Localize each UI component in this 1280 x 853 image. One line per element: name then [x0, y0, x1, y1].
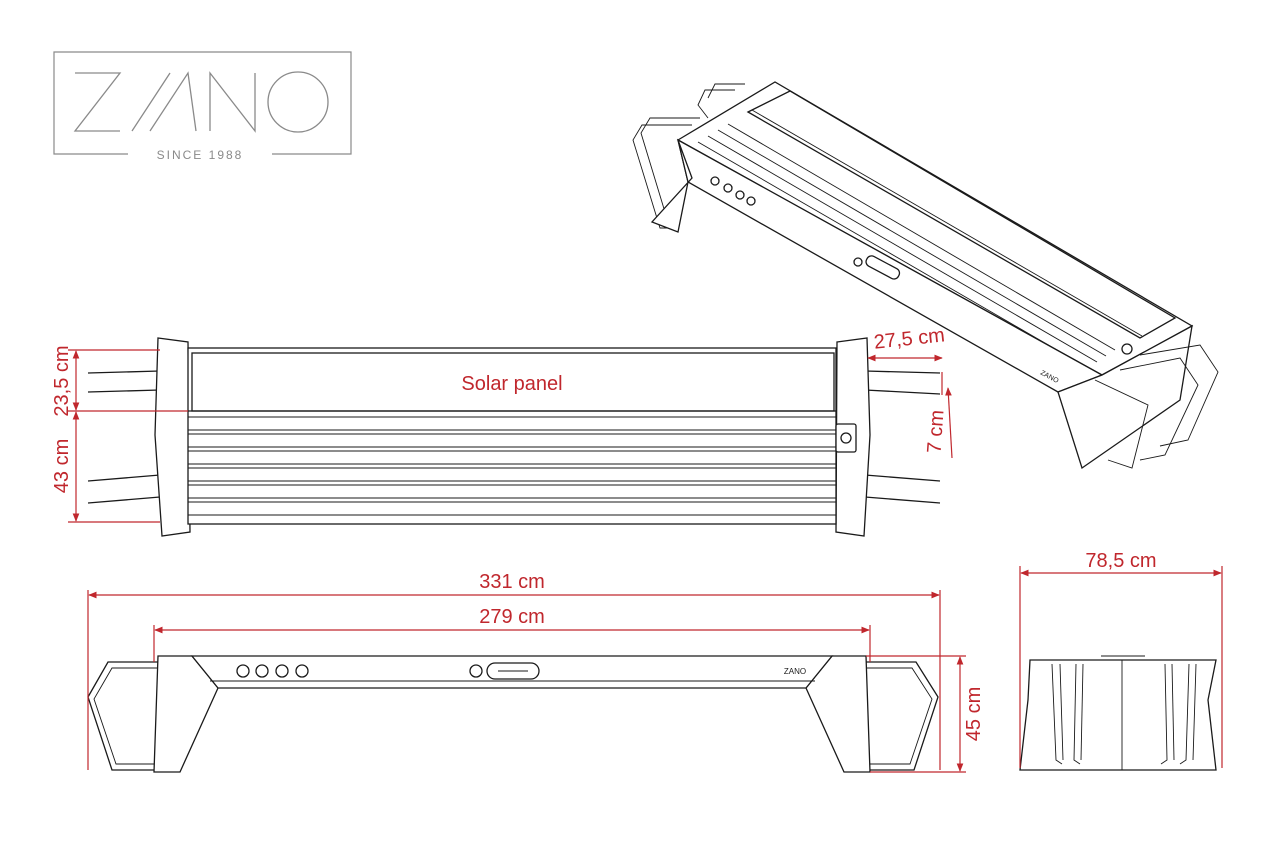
end-width-label: 27,5 cm [873, 324, 946, 353]
slat-gap-label: 7 cm [924, 409, 949, 454]
seat-depth-label: 43 cm [51, 439, 73, 493]
logo-tagline: SINCE 1988 [157, 148, 244, 162]
front-view: ZANO [87, 655, 939, 773]
isometric-view: ZANO [632, 81, 1219, 470]
solar-panel-label: Solar panel [461, 373, 562, 395]
top-view: Solar panel [87, 337, 941, 537]
height-label: 45 cm [963, 687, 985, 741]
seat-length-label: 279 cm [479, 606, 545, 628]
total-width-label: 78,5 cm [1085, 550, 1156, 572]
front-brand-mark: ZANO [784, 667, 806, 676]
front-view-dimensions: 331 cm 279 cm 45 cm [87, 571, 985, 773]
zano-logo: SINCE 1988 [53, 51, 352, 162]
side-view [1019, 655, 1217, 771]
top-view-dimensions: 23,5 cm 43 cm 27,5 cm 7 cm [51, 324, 953, 523]
side-view-dimensions: 78,5 cm [1019, 550, 1223, 768]
total-length-label: 331 cm [479, 571, 545, 593]
panel-depth-label: 23,5 cm [51, 345, 73, 416]
